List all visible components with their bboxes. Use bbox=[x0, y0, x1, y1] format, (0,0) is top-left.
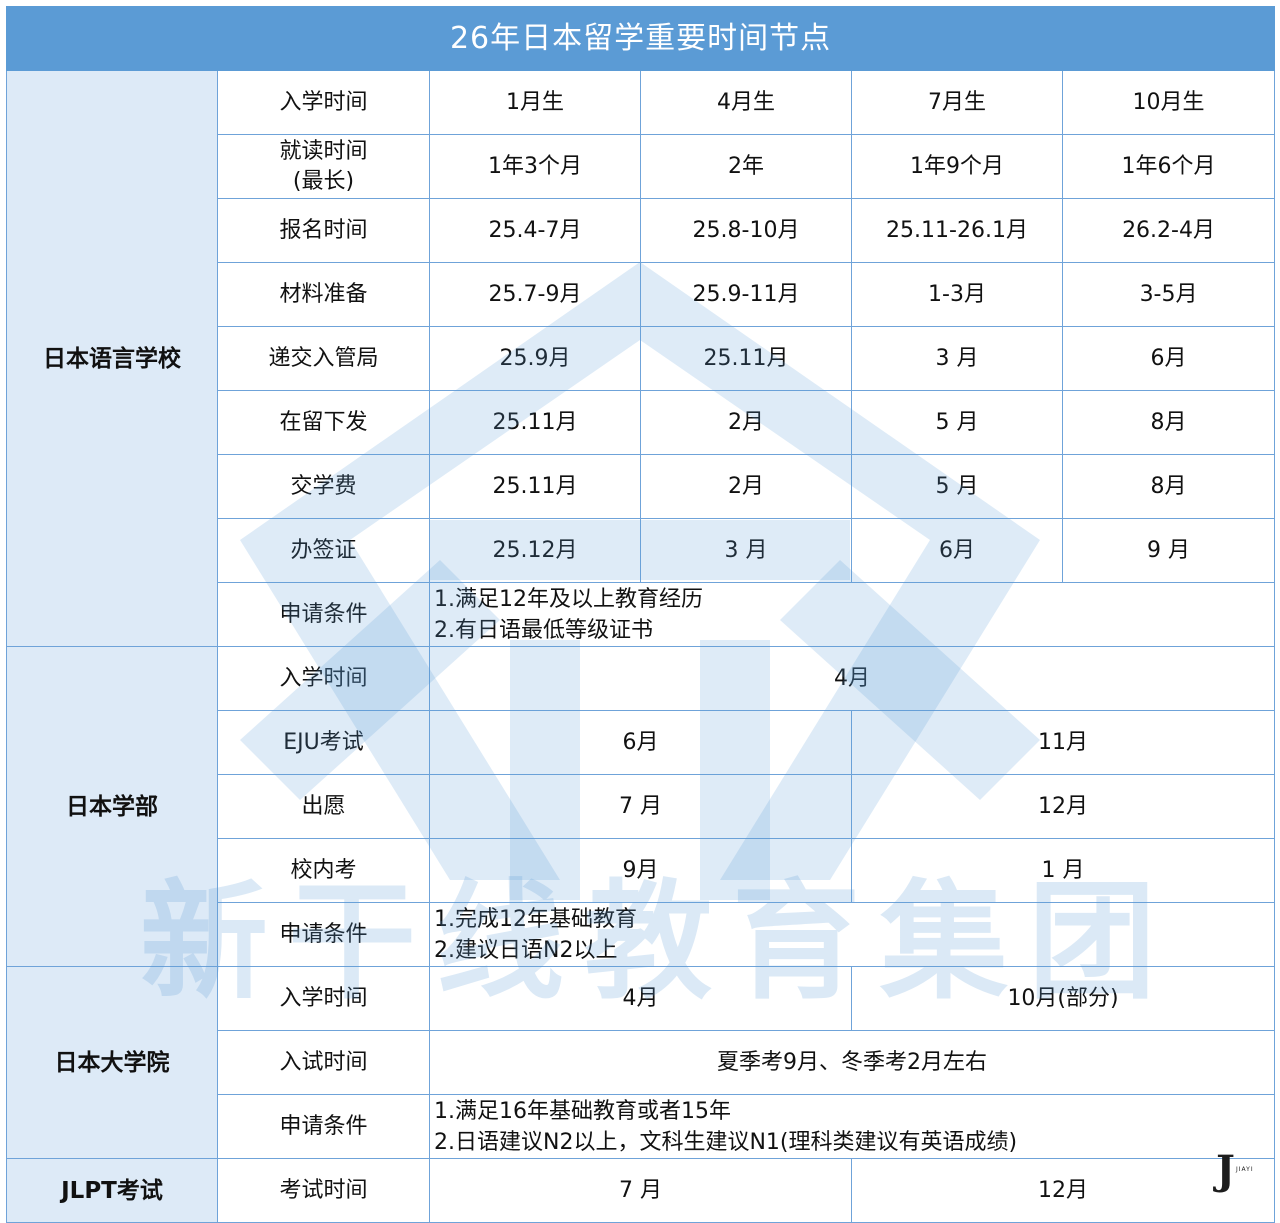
table-row: 递交入管局 25.9月 25.11月 3 月 6月 bbox=[7, 326, 1276, 391]
cell: 2月 bbox=[640, 454, 852, 519]
row-label: 报名时间 bbox=[217, 198, 430, 263]
cell: 25.7-9月 bbox=[429, 262, 641, 327]
condition-line: 2.有日语最低等级证书 bbox=[434, 617, 653, 643]
table-row: 出愿 7 月 12月 bbox=[7, 774, 1276, 839]
cell: 5 月 bbox=[851, 390, 1063, 455]
conditions-cell: 1.满足16年基础教育或者15年 2.日语建议N2以上，文科生建议N1(理科类建… bbox=[428, 1094, 1276, 1159]
cell: 9 月 bbox=[1061, 518, 1276, 583]
table-row: 在留下发 25.11月 2月 5 月 8月 bbox=[7, 390, 1276, 455]
row-label: 就读时间 (最长) bbox=[217, 134, 430, 199]
row-label: 入试时间 bbox=[217, 1030, 430, 1095]
table-row: 报名时间 25.4-7月 25.8-10月 25.11-26.1月 26.2-4… bbox=[7, 198, 1276, 263]
row-label: 校内考 bbox=[217, 838, 430, 903]
cell: 1年3个月 bbox=[429, 134, 641, 199]
row-label: 申请条件 bbox=[217, 1094, 430, 1159]
cell: 9月 bbox=[429, 838, 852, 903]
cell: 25.11-26.1月 bbox=[851, 198, 1063, 263]
condition-line: 1.满足12年及以上教育经历 bbox=[434, 586, 703, 612]
cell: 2年 bbox=[640, 134, 852, 199]
title-row: 26年日本留学重要时间节点 bbox=[5, 6, 1276, 71]
table-row: JLPT考试 考试时间 7 月 12月 bbox=[6, 1158, 1276, 1223]
conditions-cell: 1.完成12年基础教育 2.建议日语N2以上 bbox=[428, 902, 1276, 967]
table-row: 日本语言学校 入学时间 1月生 4月生 7月生 10月生 bbox=[6, 70, 1276, 647]
table-row: 日本大学院 入学时间 4月 10月(部分) bbox=[6, 966, 1276, 1159]
table-row: 日本学部 入学时间 4月 bbox=[6, 646, 1276, 967]
cell: 3-5月 bbox=[1061, 262, 1276, 327]
logo-mark: J bbox=[1216, 1147, 1235, 1194]
cell: 1月生 bbox=[429, 70, 641, 135]
cell: 25.11月 bbox=[640, 326, 852, 391]
cell: 1-3月 bbox=[851, 262, 1063, 327]
condition-line: 2.日语建议N2以上，文科生建议N1(理科类建议有英语成绩) bbox=[434, 1129, 1018, 1155]
row-label: 考试时间 bbox=[217, 1158, 430, 1223]
cell: 夏季考9月、冬季考2月左右 bbox=[428, 1030, 1276, 1095]
page-title: 26年日本留学重要时间节点 bbox=[5, 6, 1276, 71]
cell: 5 月 bbox=[851, 454, 1063, 519]
conditions-cell: 1.满足12年及以上教育经历 2.有日语最低等级证书 bbox=[428, 582, 1276, 647]
cell: 6月 bbox=[429, 710, 852, 775]
table-row: 入试时间 夏季考9月、冬季考2月左右 bbox=[7, 1030, 1276, 1095]
cell: 25.4-7月 bbox=[429, 198, 641, 263]
condition-line: 1.满足16年基础教育或者15年 bbox=[434, 1098, 731, 1124]
timeline-table: 26年日本留学重要时间节点 日本语言学校 入学时间 1月生 4月生 7月生 10… bbox=[5, 6, 1276, 1223]
row-label: EJU考试 bbox=[217, 710, 430, 775]
cell: 2月 bbox=[640, 390, 852, 455]
cell: 3 月 bbox=[851, 326, 1063, 391]
table-row: 申请条件 1.满足12年及以上教育经历 2.有日语最低等级证书 bbox=[7, 582, 1276, 647]
category-language-school: 日本语言学校 bbox=[6, 70, 218, 647]
cell: 11月 bbox=[850, 710, 1276, 775]
category-undergraduate: 日本学部 bbox=[6, 646, 218, 967]
cell: 25.11月 bbox=[429, 454, 641, 519]
cell: 12月 bbox=[850, 774, 1276, 839]
cell: 1年9个月 bbox=[851, 134, 1063, 199]
cell: 7月生 bbox=[851, 70, 1063, 135]
row-label-line1: 就读时间 bbox=[279, 138, 368, 164]
cell: 25.12月 bbox=[429, 518, 641, 583]
cell: 1年6个月 bbox=[1061, 134, 1276, 199]
cell: 1 月 bbox=[850, 838, 1276, 903]
cell: 10月生 bbox=[1061, 70, 1276, 135]
cell: 7 月 bbox=[429, 774, 852, 839]
condition-line: 1.完成12年基础教育 bbox=[434, 906, 637, 932]
row-label: 入学时间 bbox=[217, 646, 430, 711]
cell: 6月 bbox=[851, 518, 1063, 583]
cell: 26.2-4月 bbox=[1061, 198, 1276, 263]
cell: 25.9月 bbox=[429, 326, 641, 391]
row-label: 材料准备 bbox=[217, 262, 430, 327]
cell: 8月 bbox=[1061, 390, 1276, 455]
timeline-table-container: 26年日本留学重要时间节点 日本语言学校 入学时间 1月生 4月生 7月生 10… bbox=[5, 6, 1276, 1223]
cell: 4月 bbox=[429, 966, 852, 1031]
table-row: EJU考试 6月 11月 bbox=[7, 710, 1276, 775]
cell: 4月生 bbox=[640, 70, 852, 135]
table-row: 交学费 25.11月 2月 5 月 8月 bbox=[7, 454, 1276, 519]
table-row: 就读时间 (最长) 1年3个月 2年 1年9个月 1年6个月 bbox=[7, 134, 1276, 199]
condition-line: 2.建议日语N2以上 bbox=[434, 937, 618, 963]
category-jlpt: JLPT考试 bbox=[6, 1158, 218, 1223]
cell: 25.9-11月 bbox=[640, 262, 852, 327]
jiayi-logo: J JIAYI bbox=[1216, 1150, 1266, 1192]
cell: 12月 bbox=[850, 1158, 1276, 1223]
row-label: 入学时间 bbox=[217, 70, 430, 135]
table-row: 申请条件 1.完成12年基础教育 2.建议日语N2以上 bbox=[7, 902, 1276, 967]
row-label: 出愿 bbox=[217, 774, 430, 839]
row-label: 在留下发 bbox=[217, 390, 430, 455]
row-label: 递交入管局 bbox=[217, 326, 430, 391]
cell: 10月(部分) bbox=[850, 966, 1276, 1031]
cell: 25.11月 bbox=[429, 390, 641, 455]
cell: 25.8-10月 bbox=[640, 198, 852, 263]
cell: 8月 bbox=[1061, 454, 1276, 519]
cell: 6月 bbox=[1061, 326, 1276, 391]
cell: 3 月 bbox=[640, 518, 852, 583]
cell: 4月 bbox=[428, 646, 1276, 711]
row-label: 交学费 bbox=[217, 454, 430, 519]
category-graduate: 日本大学院 bbox=[6, 966, 218, 1159]
row-label: 入学时间 bbox=[217, 966, 430, 1031]
row-label: 办签证 bbox=[217, 518, 430, 583]
row-label: 申请条件 bbox=[217, 902, 430, 967]
row-label-line2: (最长) bbox=[292, 168, 355, 194]
logo-text: JIAYI bbox=[1236, 1166, 1254, 1173]
row-label: 申请条件 bbox=[217, 582, 430, 647]
cell: 7 月 bbox=[429, 1158, 852, 1223]
table-row: 材料准备 25.7-9月 25.9-11月 1-3月 3-5月 bbox=[7, 262, 1276, 327]
